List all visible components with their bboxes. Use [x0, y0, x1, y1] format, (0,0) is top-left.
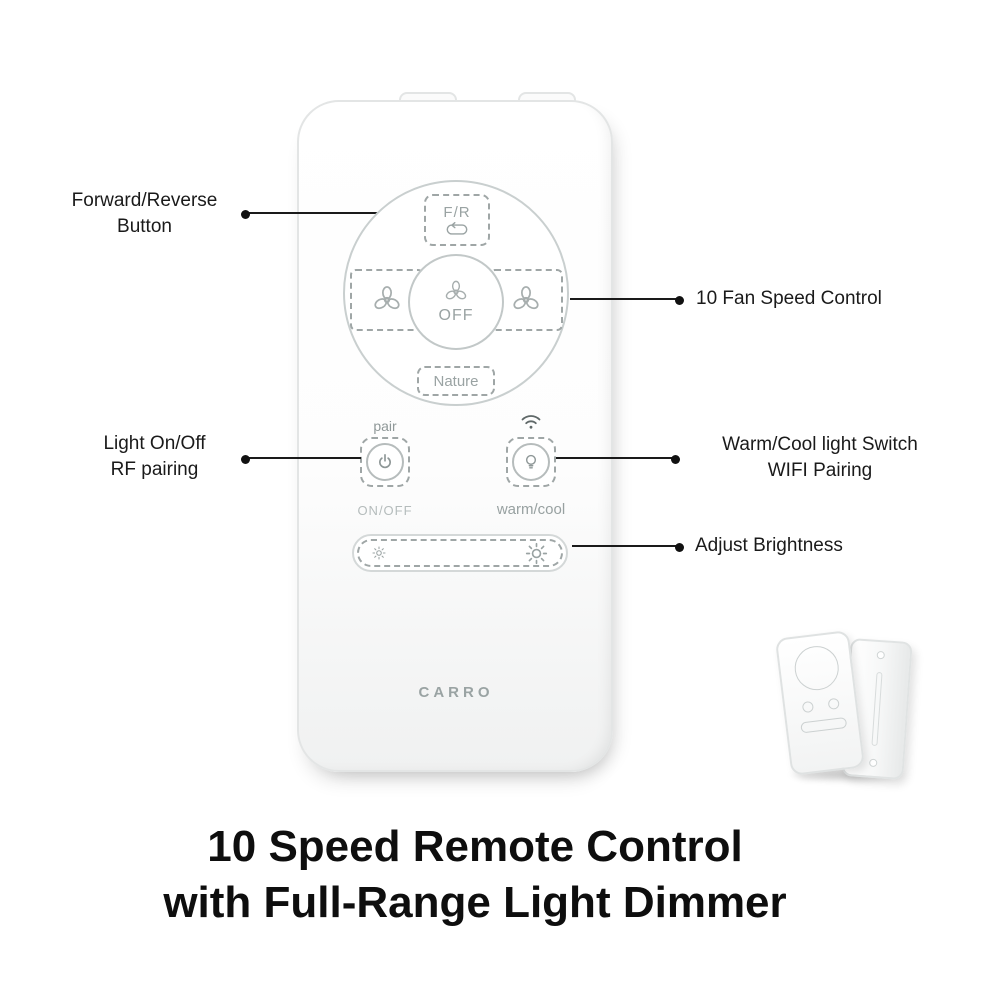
wifi-icon — [519, 411, 543, 431]
callout-light-pairing: Light On/Off RF pairing — [103, 433, 206, 480]
thumbnail-remote-button — [801, 700, 815, 714]
callout-brightness: Adjust Brightness — [695, 535, 843, 556]
bulb-button-circle — [512, 443, 550, 481]
power-button-circle — [366, 443, 404, 481]
thumbnail-remote-pad — [792, 643, 842, 693]
reverse-loop-icon — [443, 221, 471, 237]
mount-slot — [871, 671, 883, 747]
light-onoff-pair-button — [360, 437, 410, 487]
thumbnail-remote-slider — [800, 716, 848, 734]
fan-off-button: OFF — [408, 254, 504, 350]
callout-fan-speed: 10 Fan Speed Control — [696, 288, 882, 309]
fan-icon — [443, 279, 469, 305]
brightness-high-icon — [524, 541, 549, 566]
callout-forward-reverse: Forward/Reverse Button — [71, 190, 218, 237]
callout-line-fan-speed — [570, 296, 684, 305]
callout-line-warm-cool — [556, 455, 680, 464]
power-icon — [375, 452, 395, 472]
fan-icon — [371, 284, 403, 316]
brightness-slider-track — [357, 539, 563, 567]
product-title-line1: 10 Speed Remote Control — [207, 822, 743, 871]
mount-screw-icon — [876, 650, 886, 660]
product-title-line2: with Full-Range Light Dimmer — [163, 878, 787, 927]
mount-screw-icon — [868, 758, 878, 768]
brand-logo: CARRO — [418, 684, 494, 701]
off-button-label: OFF — [438, 307, 474, 324]
callout-warm-cool: Warm/Cool light Switch WIFI Pairing — [722, 434, 918, 481]
fan-icon — [510, 284, 542, 316]
callout-line-forward-reverse — [241, 210, 428, 219]
callout-line-brightness — [572, 543, 684, 552]
onoff-label: ON/OFF — [357, 503, 413, 518]
brightness-low-icon — [371, 545, 387, 561]
brightness-slider — [352, 534, 568, 572]
fr-button-label: F/R — [443, 203, 471, 221]
nature-mode-button: Nature — [417, 366, 495, 396]
callout-line-light-pairing — [241, 455, 361, 464]
nature-button-label: Nature — [433, 372, 479, 390]
pair-label: pair — [373, 418, 397, 434]
warmcool-label: warm/cool — [496, 501, 566, 518]
forward-reverse-button: F/R — [424, 194, 490, 246]
bulb-icon — [521, 452, 541, 472]
warm-cool-wifi-button — [506, 437, 556, 487]
thumbnail-remote-button — [827, 697, 840, 710]
